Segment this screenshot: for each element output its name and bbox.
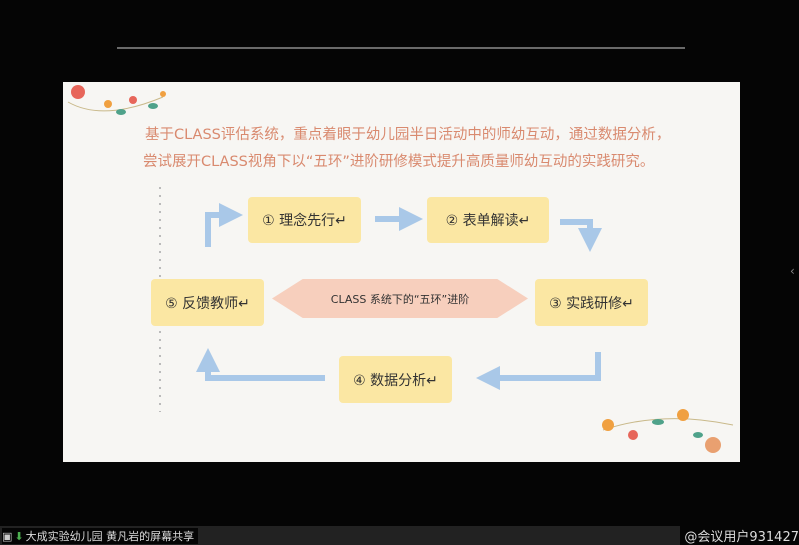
arrow-5-1 — [205, 203, 243, 247]
center-label: CLASS 系统下的“五环”进阶 — [272, 279, 528, 318]
step-4-box: ④ 数据分析↵ — [339, 356, 452, 403]
cycle-arrows — [196, 203, 602, 390]
flower-decoration-icon — [67, 85, 166, 115]
step-2-box: ② 表单解读↵ — [427, 197, 549, 243]
shared-slide: 基于CLASS评估系统，重点着眼于幼儿园半日活动中的师幼互动，通过数据分析， 尝… — [63, 82, 740, 462]
share-label: 大成实验幼儿园 黄凡岩的屏幕共享 — [25, 530, 195, 543]
divider — [117, 47, 685, 49]
share-status: ▣ ⬇ 大成实验幼儿园 黄凡岩的屏幕共享 — [2, 528, 199, 544]
arrow-2-3 — [560, 219, 602, 252]
arrow-3-4 — [476, 352, 601, 390]
step-3-box: ③ 实践研修↵ — [535, 279, 648, 326]
intro-line-2: 尝试展开CLASS视角下以“五环”进阶研修模式提升高质量师幼互动的实践研究。 — [143, 154, 655, 170]
flower-decoration-icon — [602, 409, 734, 453]
screen-share-icon: ▣ — [2, 529, 13, 543]
user-label: @会议用户931427 — [680, 526, 799, 545]
side-handle-icon[interactable]: ‹ — [790, 264, 795, 278]
arrow-4-5 — [196, 348, 325, 381]
step-5-box: ⑤ 反馈教师↵ — [151, 279, 264, 326]
step-1-box: ① 理念先行↵ — [248, 197, 361, 243]
status-bar — [0, 526, 799, 545]
intro-line-1: 基于CLASS评估系统，重点着眼于幼儿园半日活动中的师幼互动，通过数据分析， — [145, 127, 671, 143]
download-icon[interactable]: ⬇ — [14, 529, 24, 543]
